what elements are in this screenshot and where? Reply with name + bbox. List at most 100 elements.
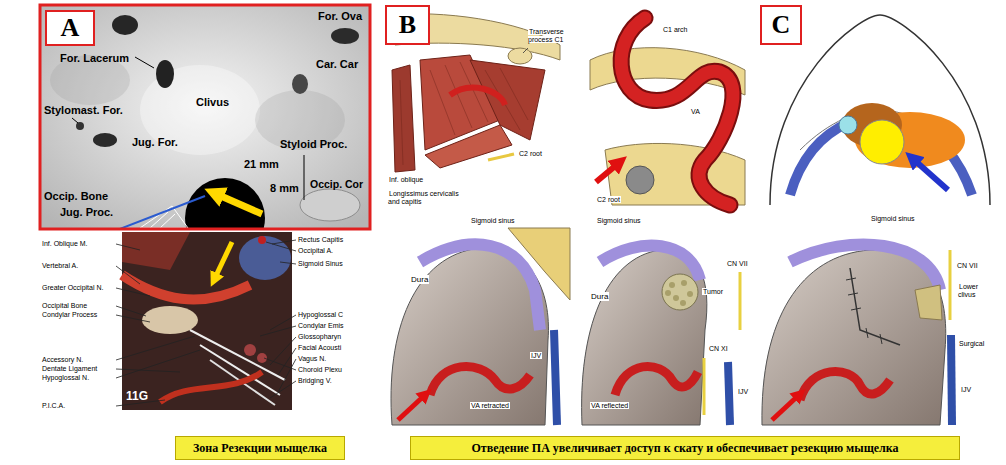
figure-number: 11G (126, 389, 148, 403)
artery-drawing-part (596, 162, 620, 182)
skull-base-schematic-part (770, 15, 990, 205)
anatomy-label: CN VII (726, 260, 749, 267)
artery-drawing-part (626, 166, 654, 194)
skull-base-photo-part (72, 118, 78, 123)
anatomy-label-holder: CN XI (708, 345, 729, 353)
tumor-drawing-part (703, 358, 706, 415)
foramen-label-holder: For. Lacerum (60, 52, 129, 65)
anatomy-label-holder: Condylar Process (42, 311, 97, 319)
closure-drawing-part (800, 371, 890, 400)
tumor-drawing-part (662, 274, 698, 310)
dissection-photo-part-part (116, 244, 140, 250)
anatomy-label: Rectus Capitis (298, 236, 343, 243)
anatomy-label-holder: Tumor (702, 288, 724, 296)
dissection-photo-part (258, 236, 266, 244)
anatomy-label: Sigmoid Sinus (298, 260, 343, 267)
foramen-label: For. Lacerum (60, 52, 129, 64)
dissection-photo-part-part (270, 337, 296, 365)
anatomy-label-holder: Hypoglossal N. (42, 374, 89, 382)
anatomy-label-holder: CN VII (726, 260, 749, 268)
anatomy-label-holder: Longissimus cervicalis and capitis (388, 190, 468, 206)
dissection-photo-part-part (116, 266, 140, 284)
dissection-photo-part-part (278, 348, 296, 375)
skull-base-schematic-part (839, 116, 857, 134)
anatomy-label-holder: Dura (410, 275, 429, 284)
anatomy-label: Hypoglossal C (298, 311, 343, 318)
anatomy-label: Condylar Emis (298, 322, 344, 329)
anatomy-label: Occipital Bone (42, 302, 87, 309)
anatomy-label: Lower clivus (958, 283, 978, 298)
caption-box-text: Зона Резекции мыщелка (193, 441, 327, 456)
dissection-photo-part (257, 353, 267, 363)
panel-label: B (385, 5, 430, 45)
muscle-drawing-part (470, 60, 545, 140)
closure-drawing-part (762, 250, 946, 425)
tumor-drawing-part-part (665, 290, 671, 296)
dissection-photo-part-part (116, 306, 146, 316)
tumor-drawing-part (728, 362, 730, 425)
skull-base-photo-part (331, 28, 359, 44)
panel-label-text: B (399, 10, 416, 40)
anatomy-label-holder: Choroid Plexu (298, 366, 342, 374)
anatomy-label-holder: IJV (737, 388, 749, 396)
anatomy-label: IJV (530, 352, 542, 359)
anatomy-label: Longissimus cervicalis and capitis (388, 190, 459, 205)
skull-base-photo-part (185, 178, 265, 228)
anatomy-label-holder: Bridging V. (298, 377, 332, 385)
closure-drawing-part (846, 278, 882, 344)
dissection-photo-part-part (264, 358, 296, 370)
anatomy-label-holder: VA (690, 108, 701, 116)
skull-base-photo (41, 6, 369, 228)
anatomy-label: C2 root (518, 150, 543, 157)
skull-base-photo-part (112, 196, 205, 228)
closure-drawing (762, 244, 952, 425)
skull-base-photo-part (76, 122, 84, 130)
anatomy-label: Hypoglossal N. (42, 374, 89, 381)
anatomy-label: Dentate Ligament (42, 365, 97, 372)
skull-base-schematic-part (790, 122, 850, 195)
anatomy-label-holder: IJV (530, 352, 542, 360)
anatomy-label-holder: Lower clivus (958, 283, 998, 299)
closure-drawing-part (949, 250, 952, 320)
dissection-photo-part-part (260, 326, 296, 336)
closure-drawing-part (915, 285, 942, 320)
tumor-drawing-part (665, 280, 693, 306)
caption-box-text: Отведение ПА увеличивает доступ к скату … (471, 441, 898, 456)
anatomy-label-holder: C1 arch (662, 26, 689, 34)
skull-base-photo-part (292, 74, 308, 94)
artery-drawing-part (621, 18, 733, 205)
bone-label-holder: Clivus (196, 96, 229, 109)
anatomy-label: Dura (590, 292, 609, 301)
anatomy-label-holder: Vertebral A. (42, 262, 78, 270)
bone-label-holder: Occip. Cor (310, 178, 363, 190)
anatomy-label: Dura (410, 275, 429, 284)
anatomy-label: Occipital A. (298, 247, 333, 254)
bone-label: Styloid Proc. (280, 138, 347, 150)
artery-drawing (590, 18, 745, 205)
skull-base-schematic-part (912, 158, 948, 190)
skull-base-schematic (770, 15, 990, 205)
panel-label-text: C (772, 10, 791, 40)
anatomy-label-holder: Sigmoid sinus (870, 215, 916, 223)
skull-base-photo-part (93, 133, 117, 147)
anatomy-label: Inf. Oblique M. (42, 240, 88, 247)
foramen-label-holder: Stylomast. For. (44, 104, 123, 117)
dissection-photo-part (160, 372, 262, 402)
closure-drawing-part (790, 244, 940, 290)
dimension-label: 8 mm (270, 182, 299, 194)
anatomy-label: Vagus N. (298, 355, 326, 362)
anatomy-label: Surgical (958, 340, 985, 347)
caption-box: Отведение ПА увеличивает доступ к скату … (410, 436, 960, 460)
dissection-photo-part (122, 232, 292, 410)
skull-base-photo-part (214, 193, 262, 214)
dimension-label-holder: 21 mm (244, 158, 279, 171)
anatomy-label-holder: Dura (590, 292, 609, 301)
dissection-photo-part-part (266, 242, 296, 251)
canal-label: Car. Car (316, 58, 358, 70)
anatomy-label: Vertebral A. (42, 262, 78, 269)
anatomy-label-holder: Glossopharyn (298, 333, 341, 341)
anatomy-label: VA (690, 108, 701, 115)
muscle-drawing-part (508, 48, 532, 64)
